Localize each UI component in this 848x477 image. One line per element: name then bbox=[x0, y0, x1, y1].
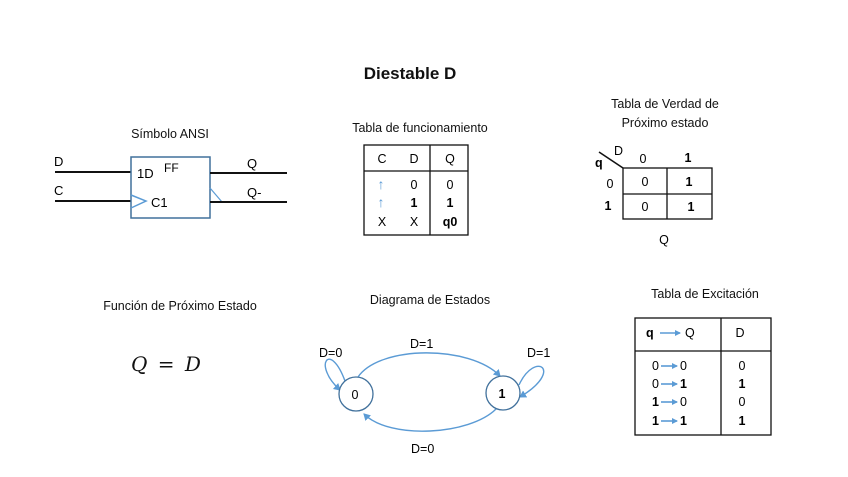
ff-box bbox=[130, 156, 211, 219]
output-qn-label: Q- bbox=[247, 185, 261, 200]
kmap-output-label: Q bbox=[659, 233, 669, 247]
pin-1d-label: 1D bbox=[137, 166, 154, 181]
input-c-label: C bbox=[54, 183, 63, 198]
state-diagram-title: Diagrama de Estados bbox=[369, 293, 491, 307]
func-cell: 0 bbox=[447, 178, 454, 192]
label-1-to-0: D=0 bbox=[411, 442, 434, 456]
excitation-header-to: Q bbox=[685, 326, 695, 340]
label-0-to-1: D=1 bbox=[410, 337, 433, 351]
truth-map-title-line1: Tabla de Verdad de bbox=[611, 97, 719, 111]
kmap-col-var: D bbox=[614, 144, 623, 158]
kmap-row-head: 1 bbox=[605, 199, 612, 213]
excitation-cell: 1 bbox=[739, 414, 746, 428]
excitation-row: 1 0 0 bbox=[652, 395, 746, 409]
transition-0-to-1 bbox=[357, 352, 501, 378]
equation-lhs: Q bbox=[131, 352, 148, 376]
pin-c1-label: C1 bbox=[151, 195, 168, 210]
func-cell: q0 bbox=[443, 215, 458, 229]
label-self-0: D=0 bbox=[319, 346, 342, 360]
excitation-header-from: q bbox=[646, 326, 654, 340]
kmap-col-head: 1 bbox=[685, 151, 692, 165]
kmap-diagonal bbox=[598, 151, 624, 169]
func-header-c: C bbox=[377, 152, 386, 166]
rising-edge-icon: ↑ bbox=[378, 176, 385, 192]
state-1 bbox=[485, 375, 521, 411]
kmap-cell: 0 bbox=[642, 200, 649, 214]
excitation-cell: 1 bbox=[680, 377, 687, 391]
excitation-cell: 1 bbox=[680, 414, 687, 428]
clock-triangle-icon bbox=[130, 194, 148, 209]
transition-self-0 bbox=[324, 358, 346, 391]
func-header-q: Q bbox=[445, 152, 455, 166]
kmap-cell: 1 bbox=[688, 200, 695, 214]
kmap-col-head: 0 bbox=[640, 152, 647, 166]
func-cell: 1 bbox=[447, 196, 454, 210]
equation-op: = bbox=[157, 352, 175, 376]
negation-mark-icon bbox=[209, 187, 223, 203]
excitation-row: 1 1 1 bbox=[652, 414, 746, 428]
state-1-label: 1 bbox=[499, 387, 506, 401]
transition-1-to-0 bbox=[363, 408, 497, 432]
excitation-cell: 0 bbox=[739, 395, 746, 409]
func-cell: X bbox=[378, 215, 387, 229]
excitation-cell: 1 bbox=[739, 377, 746, 391]
ansi-title: Símbolo ANSI bbox=[131, 127, 209, 141]
transition-self-1 bbox=[518, 365, 545, 398]
equation-rhs: D bbox=[184, 352, 201, 376]
func-cell: 0 bbox=[411, 178, 418, 192]
excitation-cell: 0 bbox=[680, 359, 687, 373]
excitation-row: 0 0 0 bbox=[652, 359, 746, 373]
func-cell: 1 bbox=[411, 196, 418, 210]
func-table-border bbox=[363, 144, 469, 236]
truth-map-title-line2: Próximo estado bbox=[621, 116, 709, 130]
excitation-cell: 1 bbox=[652, 414, 659, 428]
func-table-title: Tabla de funcionamiento bbox=[352, 121, 488, 135]
next-state-title: Función de Próximo Estado bbox=[103, 299, 257, 313]
excitation-cell: 0 bbox=[652, 377, 659, 391]
excitation-cell: 1 bbox=[652, 395, 659, 409]
excitation-cell: 0 bbox=[739, 359, 746, 373]
page-title: Diestable D bbox=[363, 64, 457, 83]
excitation-row: 0 1 1 bbox=[652, 377, 746, 391]
func-header-d: D bbox=[409, 152, 418, 166]
excitation-cell: 0 bbox=[680, 395, 687, 409]
kmap-cell: 0 bbox=[642, 175, 649, 189]
excitation-title: Tabla de Excitación bbox=[651, 287, 759, 301]
state-0 bbox=[338, 376, 374, 412]
state-0-label: 0 bbox=[352, 388, 359, 402]
excitation-cell: 0 bbox=[652, 359, 659, 373]
output-q-label: Q bbox=[247, 156, 257, 171]
rising-edge-icon: ↑ bbox=[378, 194, 385, 210]
kmap-row-head: 0 bbox=[607, 177, 614, 191]
label-self-1: D=1 bbox=[527, 346, 550, 360]
func-cell: X bbox=[410, 215, 419, 229]
next-state-equation: Q = D bbox=[131, 352, 201, 376]
ff-label: FF bbox=[164, 161, 179, 175]
kmap-cell: 1 bbox=[686, 175, 693, 189]
kmap-row-var: q bbox=[595, 156, 603, 170]
input-d-label: D bbox=[54, 154, 63, 169]
excitation-header-d: D bbox=[735, 326, 744, 340]
excitation-border bbox=[634, 317, 772, 436]
